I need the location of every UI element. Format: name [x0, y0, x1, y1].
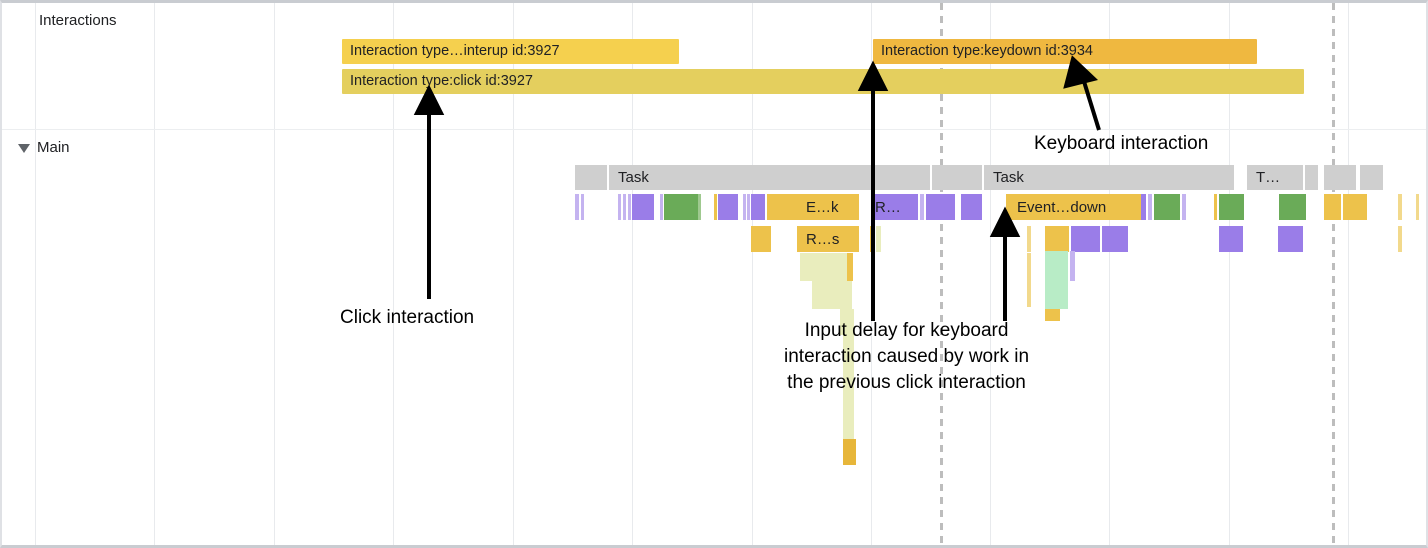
flame-block-deep-9[interactable] [1045, 309, 1060, 321]
annotation-arrows [413, 55, 1101, 321]
grid-line-11 [1348, 3, 1349, 545]
flame-block-event-end-k[interactable]: E…k [797, 194, 859, 220]
interaction-bar-1[interactable]: Interaction type:keydown id:3934 [873, 39, 1257, 64]
track-label-interactions[interactable]: Interactions [39, 12, 117, 29]
flame-block-deep-12[interactable] [843, 387, 854, 413]
dashed-time-marker-0 [940, 3, 943, 545]
flame-block-r2-7[interactable] [664, 194, 698, 220]
flame-block-r2-28[interactable] [1182, 194, 1186, 220]
flame-block-r2-27[interactable] [1154, 194, 1180, 220]
grid-line-6 [752, 3, 753, 545]
flame-block-r2-4[interactable] [628, 194, 631, 220]
flame-block-deep-6[interactable] [1027, 281, 1031, 307]
task-block-labeled-1[interactable]: Task [609, 165, 872, 190]
chevron-down-icon[interactable] [18, 144, 30, 153]
grid-line-2 [274, 3, 275, 545]
task-block-2[interactable] [874, 165, 931, 190]
task-block-labeled-5[interactable]: T… [1247, 165, 1304, 190]
task-block-0[interactable] [575, 165, 608, 190]
flame-block-r2-14[interactable] [767, 194, 800, 220]
grid-line-0 [35, 3, 36, 545]
dashed-time-marker-1 [1332, 3, 1335, 545]
flame-block-r2-6[interactable] [660, 194, 663, 220]
flame-block-r2-5[interactable] [632, 194, 654, 220]
flame-block-r3-6[interactable] [1071, 226, 1100, 252]
flame-block-deep-14[interactable] [843, 439, 856, 465]
flame-block-r2-11[interactable] [743, 194, 746, 220]
track-label-main[interactable]: Main [37, 139, 70, 156]
flame-block-deep-3[interactable] [1045, 251, 1068, 281]
flame-block-deep-5[interactable] [812, 281, 852, 309]
flame-block-deep-10[interactable] [843, 335, 854, 361]
flame-block-r3-10[interactable] [1398, 226, 1402, 252]
flame-block-label: R…s [806, 231, 840, 247]
flame-block-r2-9[interactable] [714, 194, 717, 220]
grid-line-3 [393, 3, 394, 545]
flame-block-r2-23[interactable] [926, 194, 955, 220]
grid-line-9 [1109, 3, 1110, 545]
flame-block-event-keydown[interactable]: Event…down [1006, 194, 1141, 220]
flame-block-r-end-s[interactable]: R…s [797, 226, 859, 252]
flame-block-r3-7[interactable] [1102, 226, 1128, 252]
interaction-bar-2[interactable]: Interaction type:click id:3927 [342, 69, 1304, 94]
flame-block-r3-3[interactable] [876, 226, 881, 252]
flame-block-r-trunc[interactable]: R… [871, 194, 917, 220]
flame-block-r2-34[interactable] [1398, 194, 1402, 220]
flame-block-r2-29[interactable] [1214, 194, 1217, 220]
flame-block-r3-4[interactable] [1027, 226, 1031, 252]
task-block-7[interactable] [1324, 165, 1357, 190]
grid-line-1 [154, 3, 155, 545]
flame-block-r2-25[interactable] [1139, 194, 1146, 220]
input-delay-annotation: Input delay for keyboard interaction cau… [784, 320, 1030, 393]
flame-block-r2-8[interactable] [698, 194, 701, 220]
grid-line-8 [990, 3, 991, 545]
flame-block-deep-4[interactable] [1070, 251, 1075, 281]
click-interaction-annotation: Click interaction [340, 307, 475, 328]
flame-block-r2-33[interactable] [1343, 194, 1367, 220]
flame-block-r2-26[interactable] [1148, 194, 1152, 220]
flame-block-label: E…k [806, 199, 839, 215]
grid-line-4 [513, 3, 514, 545]
flame-block-r2-13[interactable] [751, 194, 765, 220]
flame-block-deep-11[interactable] [843, 361, 854, 387]
interaction-bar-0[interactable]: Interaction type…interup id:3927 [342, 39, 679, 64]
flame-block-r2-1[interactable] [581, 194, 584, 220]
flame-block-r2-30[interactable] [1219, 194, 1244, 220]
grid-line-10 [1229, 3, 1230, 545]
flame-block-r3-8[interactable] [1219, 226, 1243, 252]
flame-block-r3-0[interactable] [751, 226, 771, 252]
keyboard-interaction-annotation: Keyboard interaction [1034, 133, 1209, 154]
flame-block-r2-3[interactable] [623, 194, 626, 220]
flame-block-label: R… [875, 199, 901, 215]
flame-block-r2-32[interactable] [1324, 194, 1341, 220]
flame-block-deep-0[interactable] [800, 253, 852, 281]
flame-block-deep-8[interactable] [840, 309, 854, 335]
flame-block-r2-0[interactable] [575, 194, 579, 220]
task-block-labeled-4[interactable]: Task [984, 165, 1235, 190]
grid-line-5 [632, 3, 633, 545]
flame-block-r2-10[interactable] [718, 194, 738, 220]
flame-block-deep-13[interactable] [843, 413, 854, 439]
flame-block-r2-31[interactable] [1279, 194, 1306, 220]
flame-block-r2-35[interactable] [1416, 194, 1419, 220]
task-block-10[interactable] [1374, 165, 1384, 190]
flame-block-r2-22[interactable] [920, 194, 924, 220]
flame-block-label: Event…down [1017, 199, 1107, 215]
flame-block-deep-2[interactable] [1027, 253, 1031, 281]
flame-block-r2-2[interactable] [618, 194, 621, 220]
flame-block-r3-5[interactable] [1045, 226, 1069, 252]
flame-block-r3-9[interactable] [1278, 226, 1303, 252]
flame-block-r2-24[interactable] [961, 194, 982, 220]
task-block-3[interactable] [932, 165, 983, 190]
flame-block-deep-1[interactable] [847, 253, 853, 281]
task-block-6[interactable] [1305, 165, 1319, 190]
flame-block-r2-12[interactable] [747, 194, 750, 220]
flame-block-deep-7[interactable] [1045, 281, 1068, 309]
track-separator-interactions [2, 129, 1426, 130]
